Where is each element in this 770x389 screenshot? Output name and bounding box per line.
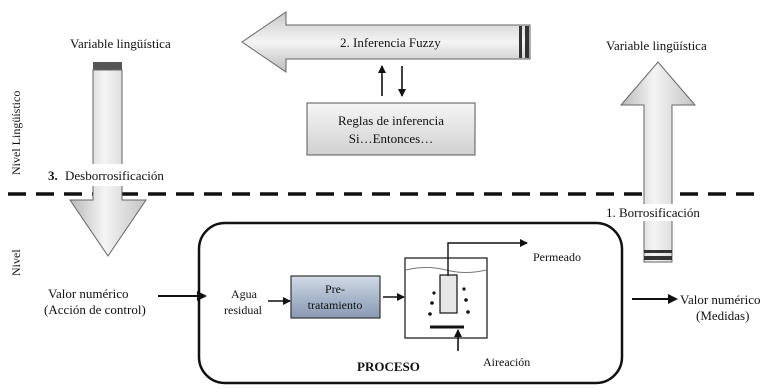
agua-line1: Agua (231, 287, 258, 301)
borrosificacion-label-bg (602, 204, 714, 221)
desborrosificacion-label: 3. Desborrosificación (48, 168, 164, 183)
rules-box (306, 102, 476, 156)
permeate-arrow (447, 239, 528, 276)
nivel-linguistico-label: Nivel Lingüístico (9, 91, 23, 175)
variable-linguistica-left: Variable lingüística (70, 36, 171, 51)
reglas-line1: Reglas de inferencia (338, 113, 444, 128)
valor-left-line1: Valor numérico (48, 286, 129, 301)
inference-arrow (241, 11, 531, 73)
membrane-module (439, 274, 458, 314)
inferencia-fuzzy-label: 2. Inferencia Fuzzy (340, 35, 441, 50)
reglas-line2: Si…Entonces… (349, 131, 434, 146)
permeado-label: Permeado (533, 250, 581, 264)
bioreactor-tank (404, 257, 488, 339)
desborrosificacion-label-bg (44, 164, 178, 186)
valor-right-line1: Valor numérico (680, 292, 761, 307)
nivel-label: Nivel (9, 249, 23, 276)
pre-line1: Pre- (325, 282, 345, 296)
valor-left-line2: (Acción de control) (44, 302, 146, 317)
pre-line2: tratamiento (308, 298, 363, 312)
aireacion-label: Aireación (483, 355, 530, 369)
agua-line2: residual (224, 303, 263, 317)
fuzzification-arrow (619, 61, 697, 263)
defuzzification-arrow (69, 62, 147, 257)
pretreatment-box (290, 275, 381, 319)
desborrosificacion-text: Desborrosificación (65, 168, 164, 183)
process-box (197, 221, 624, 385)
desborrosificacion-number: 3. (48, 168, 58, 183)
variable-linguistica-right: Variable lingüística (606, 38, 707, 53)
borrosificacion-label: 1. Borrosificación (606, 205, 700, 220)
proceso-label: PROCESO (357, 359, 420, 374)
valor-right-line2: (Medidas) (696, 308, 749, 323)
